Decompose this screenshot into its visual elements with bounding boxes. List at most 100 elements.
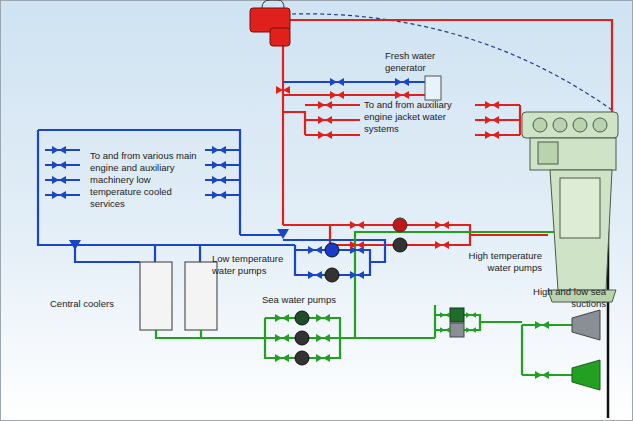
- pipe-part: [350, 271, 364, 279]
- pipe-part: [330, 78, 344, 86]
- pipe-part: [318, 116, 332, 124]
- three-way-valve: [277, 229, 289, 239]
- pipe-part: [283, 112, 305, 135]
- pipe-part: [480, 321, 522, 323]
- lt-pipes: [38, 130, 385, 275]
- pipe-part: [535, 321, 549, 329]
- pipe-part: [155, 245, 200, 262]
- pipe-part: [276, 86, 290, 94]
- ht-pump: [393, 218, 407, 232]
- pipe-part: [52, 161, 66, 169]
- three-way-valve: [69, 240, 81, 250]
- sw-pump: [295, 351, 309, 365]
- pipe-part: [350, 221, 364, 229]
- pipe-part: [330, 91, 344, 99]
- pipe-part: [290, 20, 612, 112]
- pipe-part: [535, 371, 549, 379]
- pipe-part: [308, 271, 322, 279]
- pipe-part: [485, 116, 499, 124]
- equipment-label: Fresh water generator: [385, 50, 457, 74]
- pipe-part: [530, 138, 616, 170]
- pipe-part: [240, 234, 283, 236]
- sw-pump: [295, 311, 309, 325]
- sea-suction: [572, 360, 600, 390]
- pipe-part: [75, 245, 140, 262]
- sea-suction: [572, 310, 600, 340]
- lt-pump: [325, 243, 339, 257]
- pump-label: High temperature water pumps: [450, 250, 542, 274]
- pipe-part: [573, 118, 587, 132]
- pipe-part: [275, 334, 289, 342]
- pipe-part: [316, 314, 330, 322]
- ht-valves: [276, 86, 499, 249]
- pipe-part: [593, 118, 607, 132]
- pipe-part: [156, 330, 265, 338]
- pipe-part: [38, 130, 295, 245]
- pipe-part: [470, 234, 548, 236]
- pipe-part: [550, 170, 612, 290]
- sw-pipes: [156, 232, 608, 375]
- pipe-part: [533, 118, 547, 132]
- pipe-part: [316, 334, 330, 342]
- pipe-part: [538, 142, 558, 164]
- pipe-part: [435, 221, 449, 229]
- central-cooler: [140, 262, 172, 330]
- pipe-part: [395, 78, 409, 86]
- pipe-part: [275, 314, 289, 322]
- pipe-part: [440, 327, 450, 333]
- pipe-part: [275, 354, 289, 362]
- pump-label: Sea water pumps: [262, 294, 352, 306]
- pipe-part: [522, 112, 618, 138]
- pipe-part: [283, 225, 470, 245]
- vent-line: [292, 14, 612, 110]
- lt-valves: [52, 78, 409, 279]
- expansion-tank: [270, 28, 290, 46]
- pipe-part: [395, 91, 409, 99]
- pipe-part: [350, 241, 364, 249]
- sw-pump: [295, 331, 309, 345]
- pipe-part: [435, 305, 480, 338]
- lt-pump: [325, 268, 339, 282]
- pipe-part: [435, 241, 449, 249]
- pipe-part: [485, 101, 499, 109]
- pipe-part: [560, 178, 600, 238]
- pipe-part: [519, 105, 521, 135]
- pipe-part: [282, 46, 284, 225]
- strainer: [450, 308, 464, 322]
- main-engine: [522, 112, 618, 302]
- pipe-part: [212, 161, 226, 169]
- pipe-part: [466, 327, 476, 333]
- pump-label: Low temperature water pumps: [212, 253, 292, 277]
- equipment-label: High and low sea suctions: [522, 286, 606, 310]
- pipe-part: [205, 150, 240, 195]
- pipe-part: [52, 146, 66, 154]
- pipe-part: [440, 312, 450, 318]
- pipe-part: [283, 240, 385, 262]
- service-note: To and from various main engine and auxi…: [90, 150, 202, 210]
- pipe-part: [308, 246, 322, 254]
- pipe-part: [553, 118, 567, 132]
- pipe-part: [485, 131, 499, 139]
- pipe-part: [318, 131, 332, 139]
- ht-pump: [393, 238, 407, 252]
- pipe-part: [522, 325, 572, 375]
- pipe-part: [212, 191, 226, 199]
- pipe-part: [475, 105, 520, 135]
- pipe-part: [52, 176, 66, 184]
- pipe-part: [212, 176, 226, 184]
- pipe-part: [45, 150, 80, 195]
- pipe-part: [318, 101, 332, 109]
- equipment-label: Central coolers: [50, 298, 136, 310]
- strainer: [450, 323, 464, 337]
- pipe-part: [466, 312, 476, 318]
- tank-vent: [262, 0, 284, 8]
- pipe-part: [52, 191, 66, 199]
- service-note: To and from auxiliary engine jacket wate…: [364, 99, 472, 135]
- fresh-water-generator: [425, 76, 441, 100]
- pipe-part: [316, 354, 330, 362]
- pipe-part: [305, 105, 360, 135]
- pipe-part: [38, 130, 240, 235]
